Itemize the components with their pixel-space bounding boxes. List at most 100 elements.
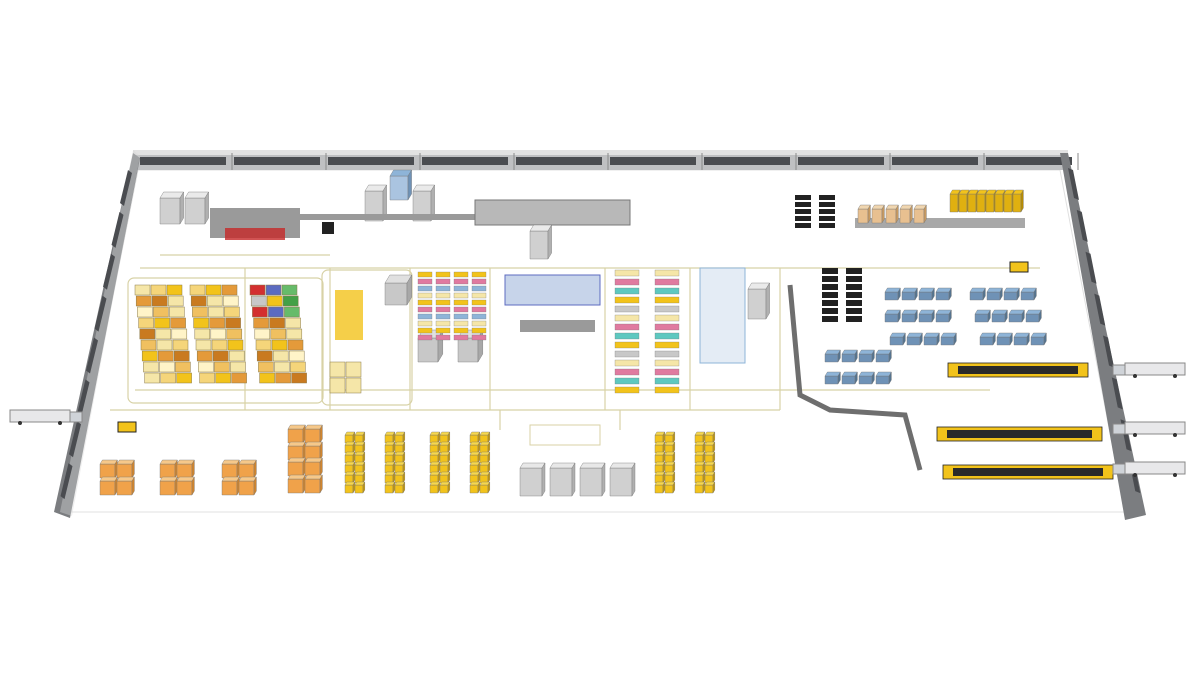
wall-window	[1085, 251, 1097, 284]
rack-shelf	[471, 334, 487, 341]
dark-rack	[822, 300, 838, 306]
machine-unit	[417, 329, 444, 363]
yellow-rack-bin	[439, 451, 451, 464]
wall-window	[60, 463, 73, 500]
pallet-stack	[176, 459, 195, 479]
pallet-stack	[304, 441, 323, 461]
rack-shelf	[453, 334, 469, 341]
rack-shelf	[471, 306, 487, 313]
workstation-desk	[824, 371, 841, 385]
packing-station	[857, 204, 871, 224]
yellow-rack-bin	[429, 451, 441, 464]
storage-cell	[135, 295, 152, 307]
rack-shelf	[654, 269, 680, 277]
pallet-stack	[287, 457, 306, 477]
yellow-rack-bin	[439, 461, 451, 474]
wall-window	[892, 157, 978, 165]
workstation-desk	[906, 332, 923, 346]
yellow-rack-bin	[429, 461, 441, 474]
yellow-rack-bin	[354, 481, 366, 494]
rack-shelf	[654, 377, 680, 385]
rack-shelf	[614, 278, 640, 286]
wall-window	[798, 157, 884, 165]
assembly-cells-center-left	[335, 271, 487, 363]
workstation-desk	[901, 309, 918, 323]
rack-shelf	[453, 306, 469, 313]
delivery-trucks	[9, 261, 1186, 477]
truck	[9, 409, 83, 425]
storage-cell	[196, 350, 213, 362]
yellow-rack-bin	[394, 471, 406, 484]
yellow-rack-bin	[654, 461, 666, 474]
yellow-rack-bin	[384, 451, 396, 464]
storage-cell	[157, 350, 174, 362]
rack-shelf	[654, 350, 680, 358]
workstation-desk	[996, 332, 1013, 346]
clean-room	[699, 267, 746, 364]
workstation-desk	[974, 309, 991, 323]
rack-shelf	[471, 320, 487, 327]
yellow-rack-bin	[704, 481, 716, 494]
storage-cell	[224, 306, 240, 318]
truck-wheel	[1133, 433, 1137, 437]
rack-shelf	[417, 285, 433, 292]
rack-shelf	[435, 320, 451, 327]
rack-shelf	[435, 278, 451, 285]
storage-cell	[225, 317, 241, 329]
forklift	[117, 421, 137, 433]
machine-unit	[389, 169, 412, 201]
storage-cell	[249, 284, 266, 296]
yellow-rack-bin	[354, 441, 366, 454]
rack-shelf	[614, 314, 640, 322]
storage-cell	[176, 372, 192, 384]
pallet-stack	[99, 459, 118, 479]
workstation-desk	[824, 349, 841, 363]
pallet-stack	[287, 474, 306, 494]
rack-shelf	[471, 285, 487, 292]
rack-shelf	[453, 313, 469, 320]
wall-window	[69, 421, 81, 458]
wall-window	[328, 157, 414, 165]
walkway-loop	[127, 277, 324, 404]
yellow-rack-bin	[439, 481, 451, 494]
machining-line-top	[159, 169, 631, 260]
yellow-shelf	[1012, 189, 1024, 213]
yellow-rack-bin	[384, 461, 396, 474]
forklift	[1009, 261, 1029, 273]
truck	[1112, 362, 1186, 378]
truck-wheel	[1133, 473, 1137, 477]
rack-shelf	[654, 359, 680, 367]
pallet-stack	[287, 441, 306, 461]
truck-cab	[1112, 423, 1126, 435]
yellow-rack-bin	[439, 431, 451, 444]
storage-cell	[284, 306, 300, 318]
storage-cell	[167, 295, 184, 307]
workstation-desk	[1008, 309, 1025, 323]
pallet-staging-bottom	[99, 424, 636, 497]
truck-cab	[1112, 364, 1126, 376]
truck-wheel	[1173, 433, 1177, 437]
workstation-desk	[918, 309, 935, 323]
yellow-rack-bin	[654, 471, 666, 484]
storage-cell	[171, 328, 188, 340]
wall-window	[1068, 168, 1079, 200]
yellow-rack-bin	[694, 451, 706, 464]
rack-shelf	[453, 292, 469, 299]
machine-unit	[364, 184, 387, 222]
dark-rack	[795, 209, 811, 214]
wall-window	[422, 157, 508, 165]
storage-cell	[193, 317, 209, 329]
yellow-rack-bin	[344, 441, 356, 454]
rack-shelf	[654, 296, 680, 304]
workstation-desk	[1013, 332, 1030, 346]
storage-cell	[271, 339, 288, 351]
truck	[1112, 421, 1186, 437]
dark-rack	[846, 292, 862, 298]
storage-cell	[221, 284, 238, 296]
staging-grid	[529, 424, 601, 446]
rack-shelf	[417, 271, 433, 278]
dark-rack	[819, 209, 835, 214]
wall-window	[1111, 377, 1123, 410]
yellow-rack-bin	[704, 441, 716, 454]
yellow-rack-bin	[694, 441, 706, 454]
